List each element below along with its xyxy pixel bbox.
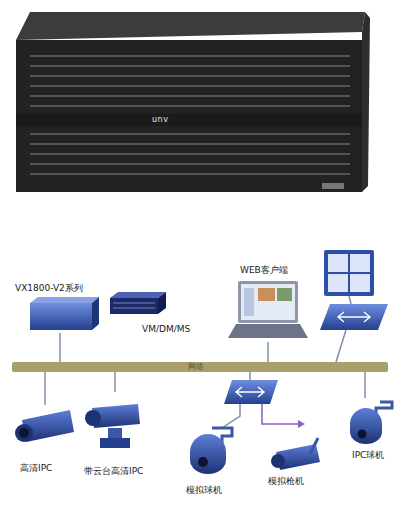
rack-server — [110, 298, 158, 314]
grille-slot — [30, 163, 350, 165]
camera-lens — [19, 428, 29, 438]
storage-box — [30, 303, 92, 330]
wire — [262, 404, 298, 424]
rack-slot — [113, 308, 155, 309]
device-label: VM/DM/MS — [142, 324, 190, 335]
grille-slot — [30, 75, 350, 77]
device-node: IPC球机 — [338, 398, 398, 464]
rack-side — [158, 292, 166, 314]
tv-pane — [350, 274, 370, 292]
tv-pane — [328, 274, 348, 292]
screen-image — [258, 288, 275, 301]
grille-slot — [30, 143, 350, 145]
screen-image — [277, 288, 292, 301]
device-node: VM/DM/MS — [106, 288, 184, 338]
wire — [336, 330, 346, 362]
bus-label: 网络 — [188, 362, 204, 372]
device-label: IPC球机 — [352, 450, 384, 461]
arrow-head — [298, 420, 305, 428]
device-label: WEB客户端 — [240, 265, 288, 276]
grille-slot — [30, 133, 350, 135]
camera-lens — [358, 430, 367, 439]
device-label: VX1800-V2系列 — [15, 283, 83, 294]
grille-slot — [30, 65, 350, 67]
ptz-base — [100, 438, 130, 448]
camera-lens — [15, 424, 33, 442]
encoder-symbol — [236, 387, 264, 397]
camera-lens — [271, 454, 285, 468]
grille-slot — [30, 173, 350, 175]
grille-slot — [30, 153, 350, 155]
laptop-screen-frame — [238, 281, 298, 323]
camera-lens — [85, 410, 101, 426]
grille-slot — [30, 55, 350, 57]
decoder-box — [320, 304, 388, 330]
device-label: 高清IPC — [20, 463, 52, 474]
storage-top — [30, 297, 99, 303]
device-label: 带云台高清IPC — [84, 466, 143, 477]
dome-bracket — [376, 402, 392, 414]
encoder-box — [224, 380, 278, 404]
network-link — [44, 372, 46, 405]
wire — [349, 296, 351, 304]
device-label: 模拟枪机 — [268, 476, 304, 487]
storage-side — [92, 297, 99, 330]
tv-wall — [324, 250, 374, 296]
ptz-neck — [108, 428, 122, 438]
chassis-top — [16, 12, 365, 40]
dome-camera — [190, 434, 226, 474]
network-link — [267, 342, 269, 362]
wire — [249, 372, 251, 380]
network-link — [114, 372, 116, 392]
chassis-port — [322, 183, 344, 189]
grille-slot — [30, 85, 350, 87]
brand-logo: unv — [152, 115, 168, 124]
rack-top — [110, 292, 166, 298]
rack-slot — [113, 303, 155, 304]
device-label: 模拟球机 — [186, 485, 222, 496]
device-node: VX1800-V2系列 — [15, 283, 103, 333]
network-link — [59, 333, 61, 362]
tv-pane — [350, 254, 370, 272]
camera-lens — [198, 457, 208, 467]
dome-camera — [350, 408, 382, 444]
device-node: 高清IPC — [12, 405, 82, 475]
device-node: WEB客户端 — [226, 265, 310, 342]
screen-panel — [244, 288, 254, 316]
camera-mount — [310, 438, 318, 454]
laptop-screen — [241, 284, 295, 320]
chassis-band — [16, 114, 362, 126]
grille-slot — [30, 105, 350, 107]
chassis-side — [362, 12, 370, 192]
device-node: 模拟球机 — [180, 425, 240, 497]
device-node: 模拟枪机 — [262, 436, 324, 488]
network-link — [364, 372, 366, 398]
grille-slot — [30, 95, 350, 97]
decoder-symbol — [338, 312, 370, 322]
tv-pane — [328, 254, 348, 272]
wire — [222, 404, 240, 428]
chassis-front — [16, 40, 362, 192]
device-node: 带云台高清IPC — [80, 392, 154, 478]
laptop-base — [228, 324, 308, 338]
network-bus: 网络 — [12, 362, 388, 372]
